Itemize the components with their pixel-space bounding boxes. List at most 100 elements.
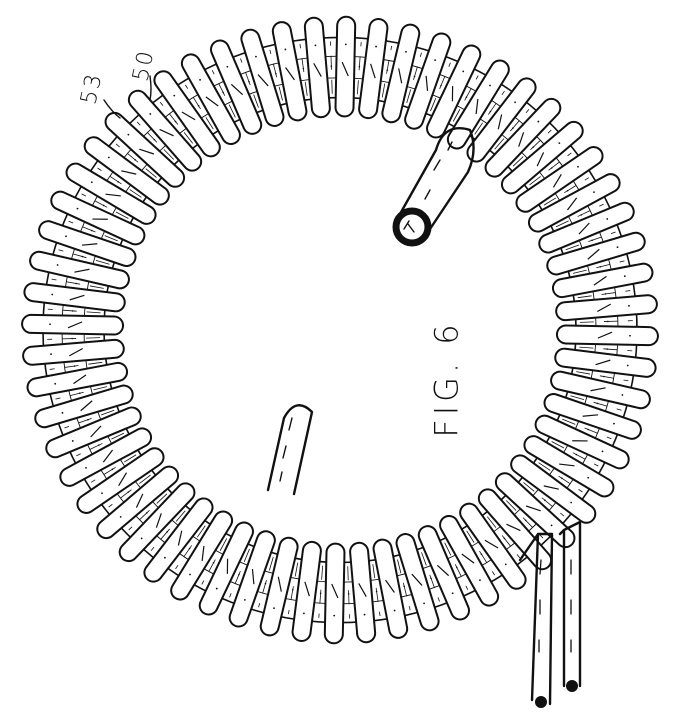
brick-divider [47, 337, 101, 340]
turn-dot [606, 218, 609, 220]
winding-turn [38, 220, 137, 267]
brick-divider [49, 361, 103, 370]
turn-dot [629, 334, 631, 337]
brick-divider [240, 58, 259, 108]
turn-fill [129, 91, 201, 170]
brick-dot [75, 282, 77, 285]
brick-dot [275, 72, 277, 75]
turn-dot [273, 607, 275, 610]
brick-dot [524, 519, 527, 522]
turn-fill [273, 23, 306, 120]
turn-dot [314, 44, 317, 47]
tube-bore-hatch [403, 220, 415, 233]
brick-dot [98, 444, 100, 446]
turn-fill [261, 538, 297, 635]
turn-hatch [385, 579, 395, 593]
brick-dot [606, 348, 609, 350]
figure-caption: FIG. 6 [427, 320, 466, 438]
brick-dot [358, 65, 361, 68]
winding-turn [303, 16, 331, 119]
brick-divider [55, 386, 108, 400]
brick-dot [71, 337, 73, 340]
turn-fill [502, 122, 582, 193]
turn-fill [23, 315, 123, 334]
brick-dot [511, 127, 514, 130]
turn-dot [255, 55, 257, 58]
brick-dot [604, 293, 607, 295]
turn-hatch [536, 152, 545, 167]
brick-dot [607, 320, 609, 323]
turn-fill [172, 512, 232, 599]
brick-divider [58, 249, 110, 265]
turn-fill [155, 72, 219, 156]
turn-dot [570, 501, 573, 504]
turn-dot [628, 304, 630, 307]
winding-turn [228, 530, 276, 628]
turn-fill [200, 523, 252, 614]
turn-hatch [341, 61, 349, 77]
brick-divider [201, 538, 228, 585]
turn-dot [119, 515, 122, 518]
turn-hatch [135, 493, 144, 508]
winding-leads [266, 127, 582, 708]
brick-divider [543, 177, 590, 206]
brick-dot [117, 181, 120, 183]
brick-dot [248, 80, 250, 83]
turn-dot [537, 120, 540, 123]
winding-turn [334, 15, 357, 118]
turn-hatch [595, 359, 611, 366]
brick-divider [318, 565, 324, 618]
brick-divider [523, 482, 565, 517]
turn-hatch [285, 67, 295, 81]
winding-turn [349, 541, 377, 644]
brick-divider [529, 152, 572, 186]
brick-dot [550, 167, 553, 169]
winding-turns [21, 15, 659, 645]
turn-fill [360, 19, 387, 118]
leader-50 [149, 75, 152, 101]
winding-turn [494, 472, 576, 549]
turn-dot [601, 450, 604, 453]
turn-fill [552, 372, 649, 408]
brick-divider [565, 231, 616, 251]
turn-hatch [593, 275, 607, 286]
turn-fill [517, 148, 602, 211]
brick-divider [430, 62, 451, 112]
turn-dot [50, 353, 52, 356]
brick-divider [505, 500, 544, 539]
turn-fill [24, 340, 123, 364]
turn-hatch [506, 523, 521, 532]
turn-hatch [201, 545, 205, 562]
turn-fill [47, 408, 140, 457]
turn-hatch [543, 485, 559, 490]
brick-dot [560, 477, 563, 479]
winding-turn [550, 370, 651, 410]
brick-divider [577, 290, 631, 299]
brick-dot [102, 204, 105, 207]
turn-hatch [331, 583, 339, 599]
winding-turn [372, 538, 409, 639]
brick-dot [591, 239, 593, 242]
winding-turn [395, 533, 440, 632]
brick-divider [115, 143, 157, 178]
winding-turn [143, 497, 214, 583]
brick-divider [175, 525, 206, 570]
turn-dot [51, 293, 54, 296]
turn-fill [548, 233, 644, 274]
winding-turn [546, 231, 646, 276]
turn-fill [536, 416, 628, 468]
turn-dot [514, 101, 517, 104]
winding-turn [439, 514, 500, 607]
brick-dot [212, 561, 215, 564]
brick-dot [134, 159, 136, 161]
reference-leaders [103, 75, 152, 119]
brick-divider [572, 260, 625, 274]
brick-dot [81, 255, 84, 258]
terminal-end-1 [535, 696, 547, 708]
turn-hatch [68, 347, 83, 357]
turn-dot [462, 70, 465, 73]
turn-dot [451, 592, 454, 595]
brick-dot [166, 530, 169, 533]
turn-hatch [80, 400, 93, 412]
winding-turn [76, 447, 165, 514]
